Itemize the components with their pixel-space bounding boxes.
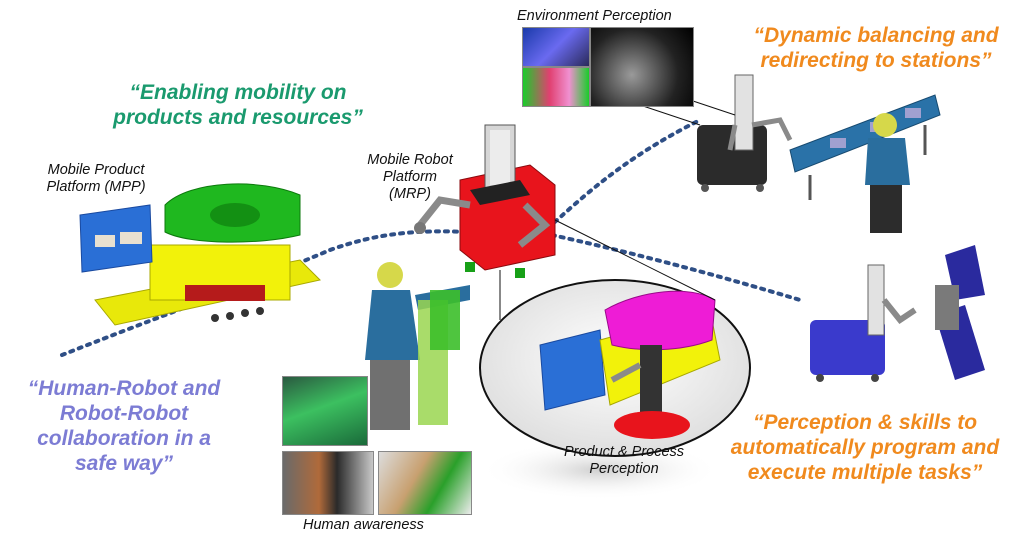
label-mpp-line-2: Platform (MPP) bbox=[46, 179, 146, 195]
quote-perception-skills-line-1: “Perception & skills to bbox=[752, 411, 978, 434]
environment-depth-image bbox=[590, 27, 694, 107]
quote-mobility-line-1: “Enabling mobility on bbox=[129, 81, 347, 104]
quote-collaboration-line-1: “Human-Robot and bbox=[27, 377, 221, 400]
mobile-robot-platform bbox=[414, 124, 556, 278]
label-environment-perception: Environment Perception bbox=[517, 8, 672, 24]
label-mrp-line-2: Platform bbox=[383, 169, 437, 185]
quote-perception-skills-line-3: execute multiple tasks” bbox=[747, 461, 983, 484]
environment-rgb-image bbox=[522, 27, 590, 67]
quote-mobility: “Enabling mobility on products and resou… bbox=[88, 80, 388, 130]
quote-mobility-line-2: products and resources” bbox=[113, 106, 363, 129]
label-product-process-line-1: Product & Process bbox=[563, 444, 685, 460]
label-mrp-line-3: (MRP) bbox=[389, 186, 431, 202]
quote-perception-skills: “Perception & skills to automatically pr… bbox=[712, 410, 1018, 485]
conveyor-station bbox=[789, 94, 941, 233]
mobile-manipulator-station bbox=[689, 74, 793, 192]
mobile-product-platform bbox=[79, 183, 321, 326]
label-human-awareness: Human awareness bbox=[303, 517, 424, 533]
quote-collaboration: “Human-Robot and Robot-Robot collaborati… bbox=[8, 376, 240, 476]
label-mpp: Mobile Product Platform (MPP) bbox=[28, 162, 164, 196]
blue-agv-robot bbox=[810, 245, 985, 382]
quote-balancing: “Dynamic balancing and redirecting to st… bbox=[736, 23, 1016, 73]
quote-perception-skills-line-2: automatically program and bbox=[730, 436, 1000, 459]
environment-segmentation-image bbox=[522, 67, 590, 107]
human-awareness-pointcloud-image bbox=[282, 376, 368, 446]
floor-shadow bbox=[480, 440, 720, 500]
connector-lines bbox=[499, 104, 716, 320]
quote-balancing-line-2: redirecting to stations” bbox=[760, 49, 992, 72]
label-mpp-line-1: Mobile Product bbox=[47, 162, 145, 178]
quote-balancing-line-1: “Dynamic balancing and bbox=[753, 24, 999, 47]
quote-collaboration-line-2: Robot-Robot bbox=[59, 402, 189, 425]
human-awareness-camera-image bbox=[282, 451, 374, 515]
label-product-process-line-2: Perception bbox=[589, 461, 659, 477]
human-operator bbox=[365, 262, 470, 430]
product-process-cell bbox=[479, 279, 751, 457]
label-mrp-line-1: Mobile Robot bbox=[367, 152, 453, 168]
label-mrp: Mobile Robot Platform (MRP) bbox=[350, 152, 470, 203]
quote-collaboration-line-3: collaboration in a bbox=[37, 427, 211, 450]
label-product-process: Product & Process Perception bbox=[540, 444, 708, 478]
human-awareness-robot-image bbox=[378, 451, 472, 515]
quote-collaboration-line-4: safe way” bbox=[74, 452, 174, 475]
